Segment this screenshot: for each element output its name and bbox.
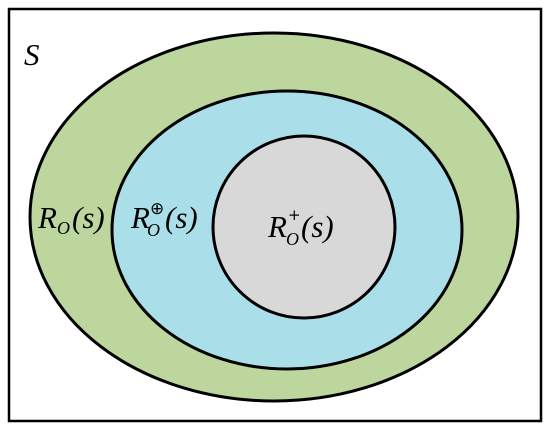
middle-label-subscript: O [147, 220, 160, 240]
inner-label-main: R [267, 209, 287, 244]
middle-label-argument: (s) [165, 200, 198, 235]
inner-region-circle [211, 134, 397, 320]
inner-label-subscript: O [286, 229, 299, 249]
outer-label-subscript: O [57, 218, 70, 238]
middle-label-superscript: ⊕ [150, 199, 164, 219]
middle-label-main: R [130, 200, 150, 235]
inner-region-label: R + O (s) [267, 206, 334, 249]
middle-region-label: R ⊕ O (s) [130, 199, 198, 240]
inner-label-argument: (s) [301, 209, 334, 244]
inner-label-superscript: + [288, 206, 301, 224]
outer-label-main: R [37, 200, 57, 235]
outer-label-argument: (s) [72, 200, 105, 235]
outer-region-label: R O (s) [37, 200, 105, 238]
set-s-label: S [24, 37, 40, 72]
